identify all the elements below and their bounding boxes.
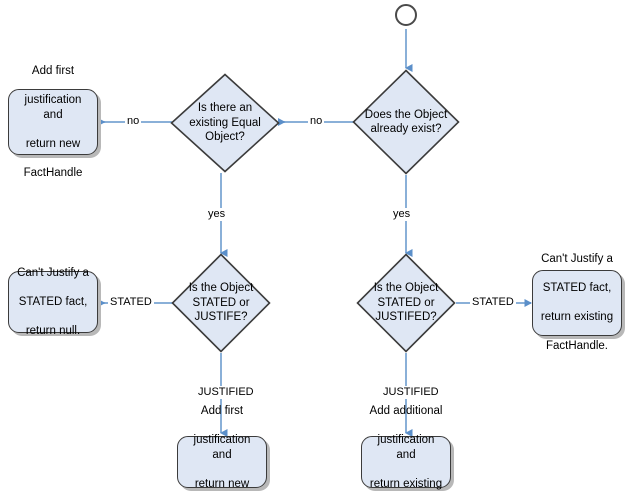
- box-line-1: Can't Justify a: [17, 266, 89, 279]
- edge-label-justified-right: JUSTIFIED: [381, 386, 441, 399]
- box-line-4: FactHandle.: [545, 340, 608, 353]
- decision-line-2: STATED or: [192, 296, 250, 309]
- decision-line-3: Object?: [205, 131, 245, 144]
- box-line-2: justification and: [377, 434, 435, 461]
- decision-existing-equal-object[interactable]: Is there an existing Equal Object?: [170, 73, 280, 173]
- decision-label: Does the Object already exist?: [352, 69, 460, 175]
- decision-line-3: JUSTIFED?: [375, 311, 437, 324]
- decision-line-1: Is the Object: [188, 282, 254, 295]
- diamond-shape: [356, 253, 456, 353]
- box-line-1: Add first: [31, 65, 75, 77]
- box-add-first-justification-bottom[interactable]: Add first justification and return new F…: [177, 405, 267, 490]
- box-line-2: justification and: [24, 94, 82, 121]
- decision-label: Is the Object STATED or JUSTIFED?: [356, 253, 456, 353]
- decision-line-1: Does the Object: [364, 108, 448, 121]
- edge-label-yes-right: yes: [391, 208, 413, 221]
- decision-line-3: JUSTIFE?: [194, 311, 248, 324]
- box-line-3: return new: [25, 137, 81, 150]
- diamond-shape: [352, 69, 460, 175]
- decision-line-1: Is the Object: [373, 282, 439, 295]
- box-add-additional-justification[interactable]: Add additional justification and return …: [361, 405, 451, 490]
- box-add-first-justification-top[interactable]: Add first justification and return new F…: [8, 65, 98, 179]
- edge-label-no-equal-to-box: no: [125, 115, 142, 128]
- decision-label: Is the Object STATED or JUSTIFE?: [171, 253, 271, 353]
- box-line-1: Can't Justify a: [541, 253, 613, 266]
- box-line-3: return null.: [25, 324, 81, 337]
- diamond-shape: [171, 253, 271, 353]
- decision-line-2: STATED or: [377, 296, 435, 309]
- box-line-2: STATED fact,: [18, 295, 88, 308]
- edge-label-stated-right: STATED: [470, 296, 516, 309]
- box-line-3: return new: [194, 477, 250, 490]
- box-line-3: return existing: [369, 477, 443, 490]
- decision-stated-or-justified-left[interactable]: Is the Object STATED or JUSTIFE?: [171, 253, 271, 353]
- box-text: Add first justification and return new F…: [14, 64, 92, 180]
- box-cant-justify-return-null[interactable]: Can't Justify a STATED fact, return null…: [8, 267, 98, 337]
- decision-label: Is there an existing Equal Object?: [170, 73, 280, 173]
- decision-stated-or-justified-right[interactable]: Is the Object STATED or JUSTIFED?: [356, 253, 456, 353]
- decision-line-2: existing Equal: [189, 116, 261, 129]
- box-line-1: Add first: [200, 405, 244, 417]
- box-line-1: Add additional: [369, 405, 443, 417]
- decision-line-1: Is there an: [197, 102, 253, 115]
- box-line-2: STATED fact,: [542, 282, 612, 295]
- edge-label-stated-left: STATED: [108, 296, 154, 309]
- edge-label-no-exists-to-equal: no: [308, 115, 325, 128]
- decision-line-2: already exist?: [370, 123, 442, 135]
- box-line-3: return existing: [540, 311, 614, 324]
- box-cant-justify-return-existing[interactable]: Can't Justify a STATED fact, return exis…: [532, 253, 622, 352]
- box-text: Add additional justification and return …: [367, 404, 445, 493]
- start-node[interactable]: [395, 4, 417, 26]
- diamond-shape: [170, 73, 280, 173]
- box-text: Can't Justify a STATED fact, return null…: [14, 266, 92, 339]
- box-line-2: justification and: [193, 434, 251, 461]
- box-line-4: FactHandle: [23, 166, 83, 179]
- edge-label-yes-left: yes: [206, 208, 228, 221]
- box-text: Add first justification and return new F…: [183, 404, 261, 493]
- decision-does-object-exist[interactable]: Does the Object already exist?: [352, 69, 460, 175]
- edge-label-justified-left: JUSTIFIED: [196, 386, 256, 399]
- box-text: Can't Justify a STATED fact, return exis…: [538, 252, 616, 354]
